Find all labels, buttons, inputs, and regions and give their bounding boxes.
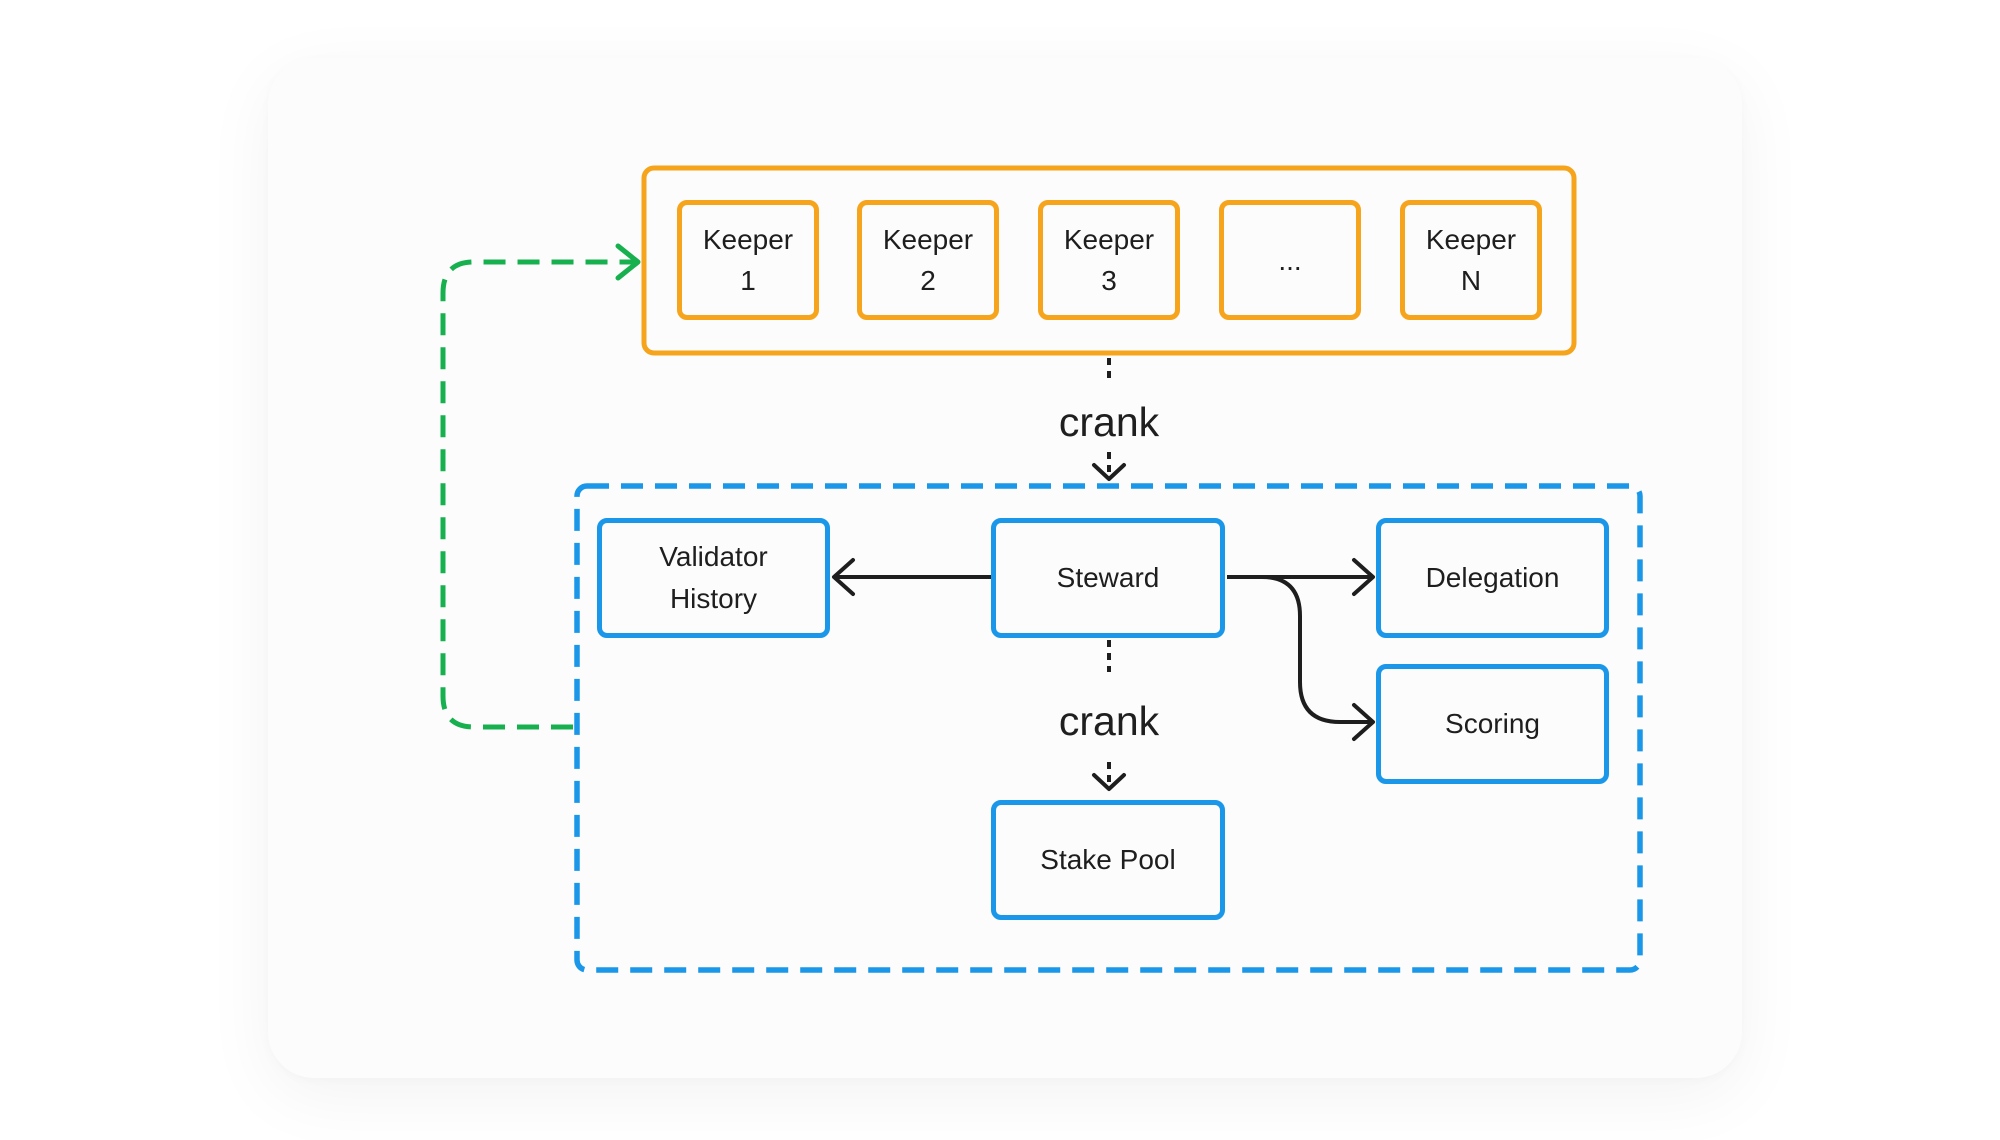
keeper-box-ellipsis: ... bbox=[1219, 200, 1361, 320]
scoring-label: Scoring bbox=[1445, 708, 1540, 739]
crank-label-bottom: crank bbox=[1058, 698, 1160, 744]
arrowhead-stake-pool bbox=[1092, 773, 1126, 791]
arrowhead-crank-top bbox=[1092, 463, 1126, 481]
validator-history-label: Validator History bbox=[659, 536, 767, 620]
arrowhead-feedback bbox=[615, 243, 641, 281]
keeper-label: Keeper 3 bbox=[1064, 219, 1154, 301]
crank-label-top: crank bbox=[1058, 399, 1160, 445]
steward-box: Steward bbox=[991, 518, 1225, 638]
delegation-box: Delegation bbox=[1376, 518, 1609, 638]
keeper-label: Keeper 1 bbox=[703, 219, 793, 301]
delegation-label: Delegation bbox=[1425, 562, 1560, 593]
keeper-label: Keeper 2 bbox=[883, 219, 973, 301]
validator-history-box: Validator History bbox=[597, 518, 830, 638]
scoring-box: Scoring bbox=[1376, 664, 1609, 784]
keeper-line-1: ... bbox=[1278, 244, 1302, 276]
keeper-box-1: Keeper 1 bbox=[677, 200, 819, 320]
validator-history-line-2: History bbox=[669, 583, 758, 614]
keeper-box-2: Keeper 2 bbox=[857, 200, 999, 320]
keeper-line-2: 1 bbox=[740, 265, 756, 296]
keeper-box-n: Keeper N bbox=[1400, 200, 1542, 320]
keeper-line-2: 2 bbox=[920, 265, 936, 296]
program-group bbox=[574, 483, 1643, 973]
stake-pool-box: Stake Pool bbox=[991, 800, 1225, 920]
keeper-line-1: Keeper bbox=[1425, 224, 1517, 255]
keeper-line-2: 3 bbox=[1101, 265, 1117, 296]
keepers-group bbox=[641, 165, 1577, 356]
keeper-line-1: Keeper bbox=[882, 224, 974, 255]
keeper-box-3: Keeper 3 bbox=[1038, 200, 1180, 320]
keeper-line-2: N bbox=[1460, 265, 1482, 296]
diagram-card bbox=[268, 58, 1742, 1078]
validator-history-line-1: Validator bbox=[659, 541, 768, 572]
arrowhead-scoring bbox=[1352, 703, 1375, 741]
keeper-line-1: Keeper bbox=[702, 224, 794, 255]
keeper-label: Keeper N bbox=[1426, 219, 1516, 301]
stake-pool-label: Stake Pool bbox=[1040, 844, 1176, 875]
arrow-steward-scoring bbox=[1227, 575, 1372, 724]
keeper-label: ... bbox=[1278, 240, 1301, 281]
arrowhead-delegation bbox=[1352, 558, 1375, 596]
feedback-loop-arrow bbox=[440, 259, 636, 730]
steward-label: Steward bbox=[1056, 562, 1160, 593]
keeper-line-1: Keeper bbox=[1063, 224, 1155, 255]
arrowhead-validator-history bbox=[832, 558, 855, 596]
